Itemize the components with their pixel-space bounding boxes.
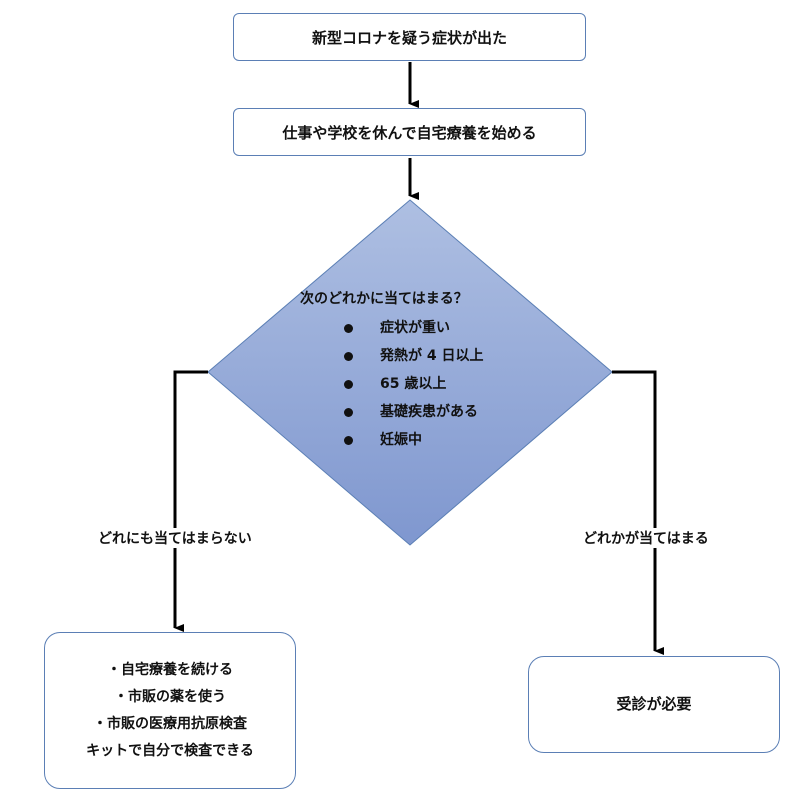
step-symptoms-box: 新型コロナを疑う症状が出た: [233, 13, 586, 61]
decision-diamond: [207, 199, 613, 546]
bullet-icon: [344, 323, 353, 333]
arrow-decision-to-yes: [612, 370, 664, 655]
condition-item: 発熱が 4 日以上: [344, 342, 540, 370]
condition-item: 基礎疾患がある: [344, 398, 540, 426]
bullet-icon: [344, 379, 353, 389]
branch-yes-label: どれかが当てはまる: [582, 528, 710, 548]
decision-question: 次のどれかに当てはまる？: [300, 291, 468, 307]
bullet-icon: [344, 435, 353, 445]
step-home-care-label: 仕事や学校を休んで自宅療養を始める: [282, 123, 537, 142]
see-doctor-label: 受診が必要: [616, 695, 692, 713]
see-doctor-result-box: 受診が必要: [528, 656, 780, 753]
bullet-icon: [344, 407, 353, 417]
condition-list: 症状が重い 発熱が 4 日以上 65 歳以上 基礎疾患がある 妊娠中: [300, 314, 540, 454]
result-line: キットで自分で検査できる: [86, 742, 254, 759]
arrow-decision-to-no: [173, 370, 208, 632]
decision-content: 次のどれかに当てはまる？ 症状が重い 発熱が 4 日以上 65 歳以上 基礎疾患…: [300, 288, 540, 454]
bullet-icon: [344, 351, 353, 361]
result-line: ・市販の医療用抗原検査: [93, 715, 247, 732]
condition-item: 65 歳以上: [344, 370, 540, 398]
home-care-result-box: ・自宅療養を続ける ・市販の薬を使う ・市販の医療用抗原検査 キットで自分で検査…: [44, 632, 296, 789]
branch-no-label: どれにも当てはまらない: [97, 528, 253, 548]
step-home-care-box: 仕事や学校を休んで自宅療養を始める: [233, 108, 586, 156]
condition-item: 症状が重い: [344, 314, 540, 342]
step-symptoms-label: 新型コロナを疑う症状が出た: [311, 28, 507, 47]
condition-item: 妊娠中: [344, 426, 540, 454]
result-line: ・自宅療養を続ける: [107, 661, 233, 678]
result-line: ・市販の薬を使う: [114, 688, 226, 705]
